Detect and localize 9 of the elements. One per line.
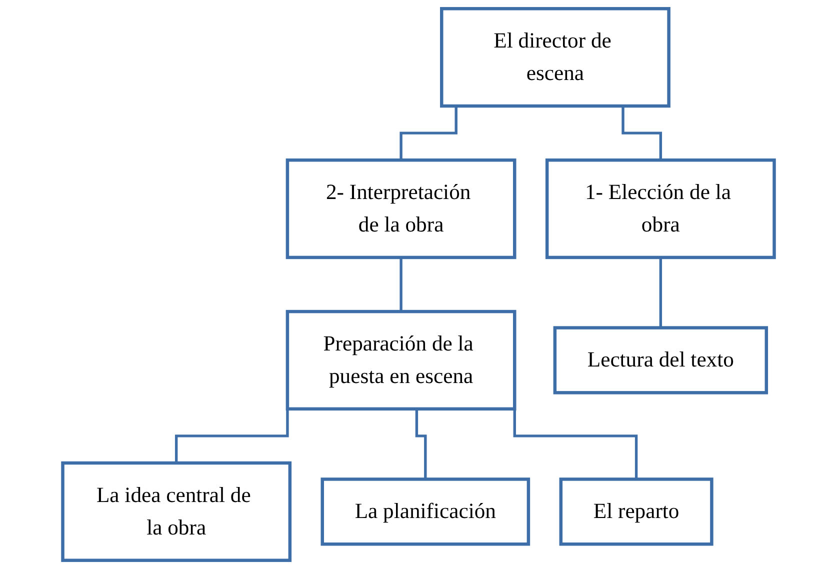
node-box: 1- Elección de la obra — [545, 158, 776, 260]
node-box: Lectura del texto — [553, 326, 768, 394]
node-box: La planificación — [320, 478, 530, 546]
node-box: El reparto — [559, 478, 714, 546]
node-box: La idea central de la obra — [61, 461, 292, 562]
connector — [400, 106, 458, 162]
node-box: 2- Interpretación de la obra — [286, 158, 516, 260]
node-box: El director de escena — [440, 7, 670, 108]
node-box: Preparación de la puesta en escena — [286, 310, 516, 411]
